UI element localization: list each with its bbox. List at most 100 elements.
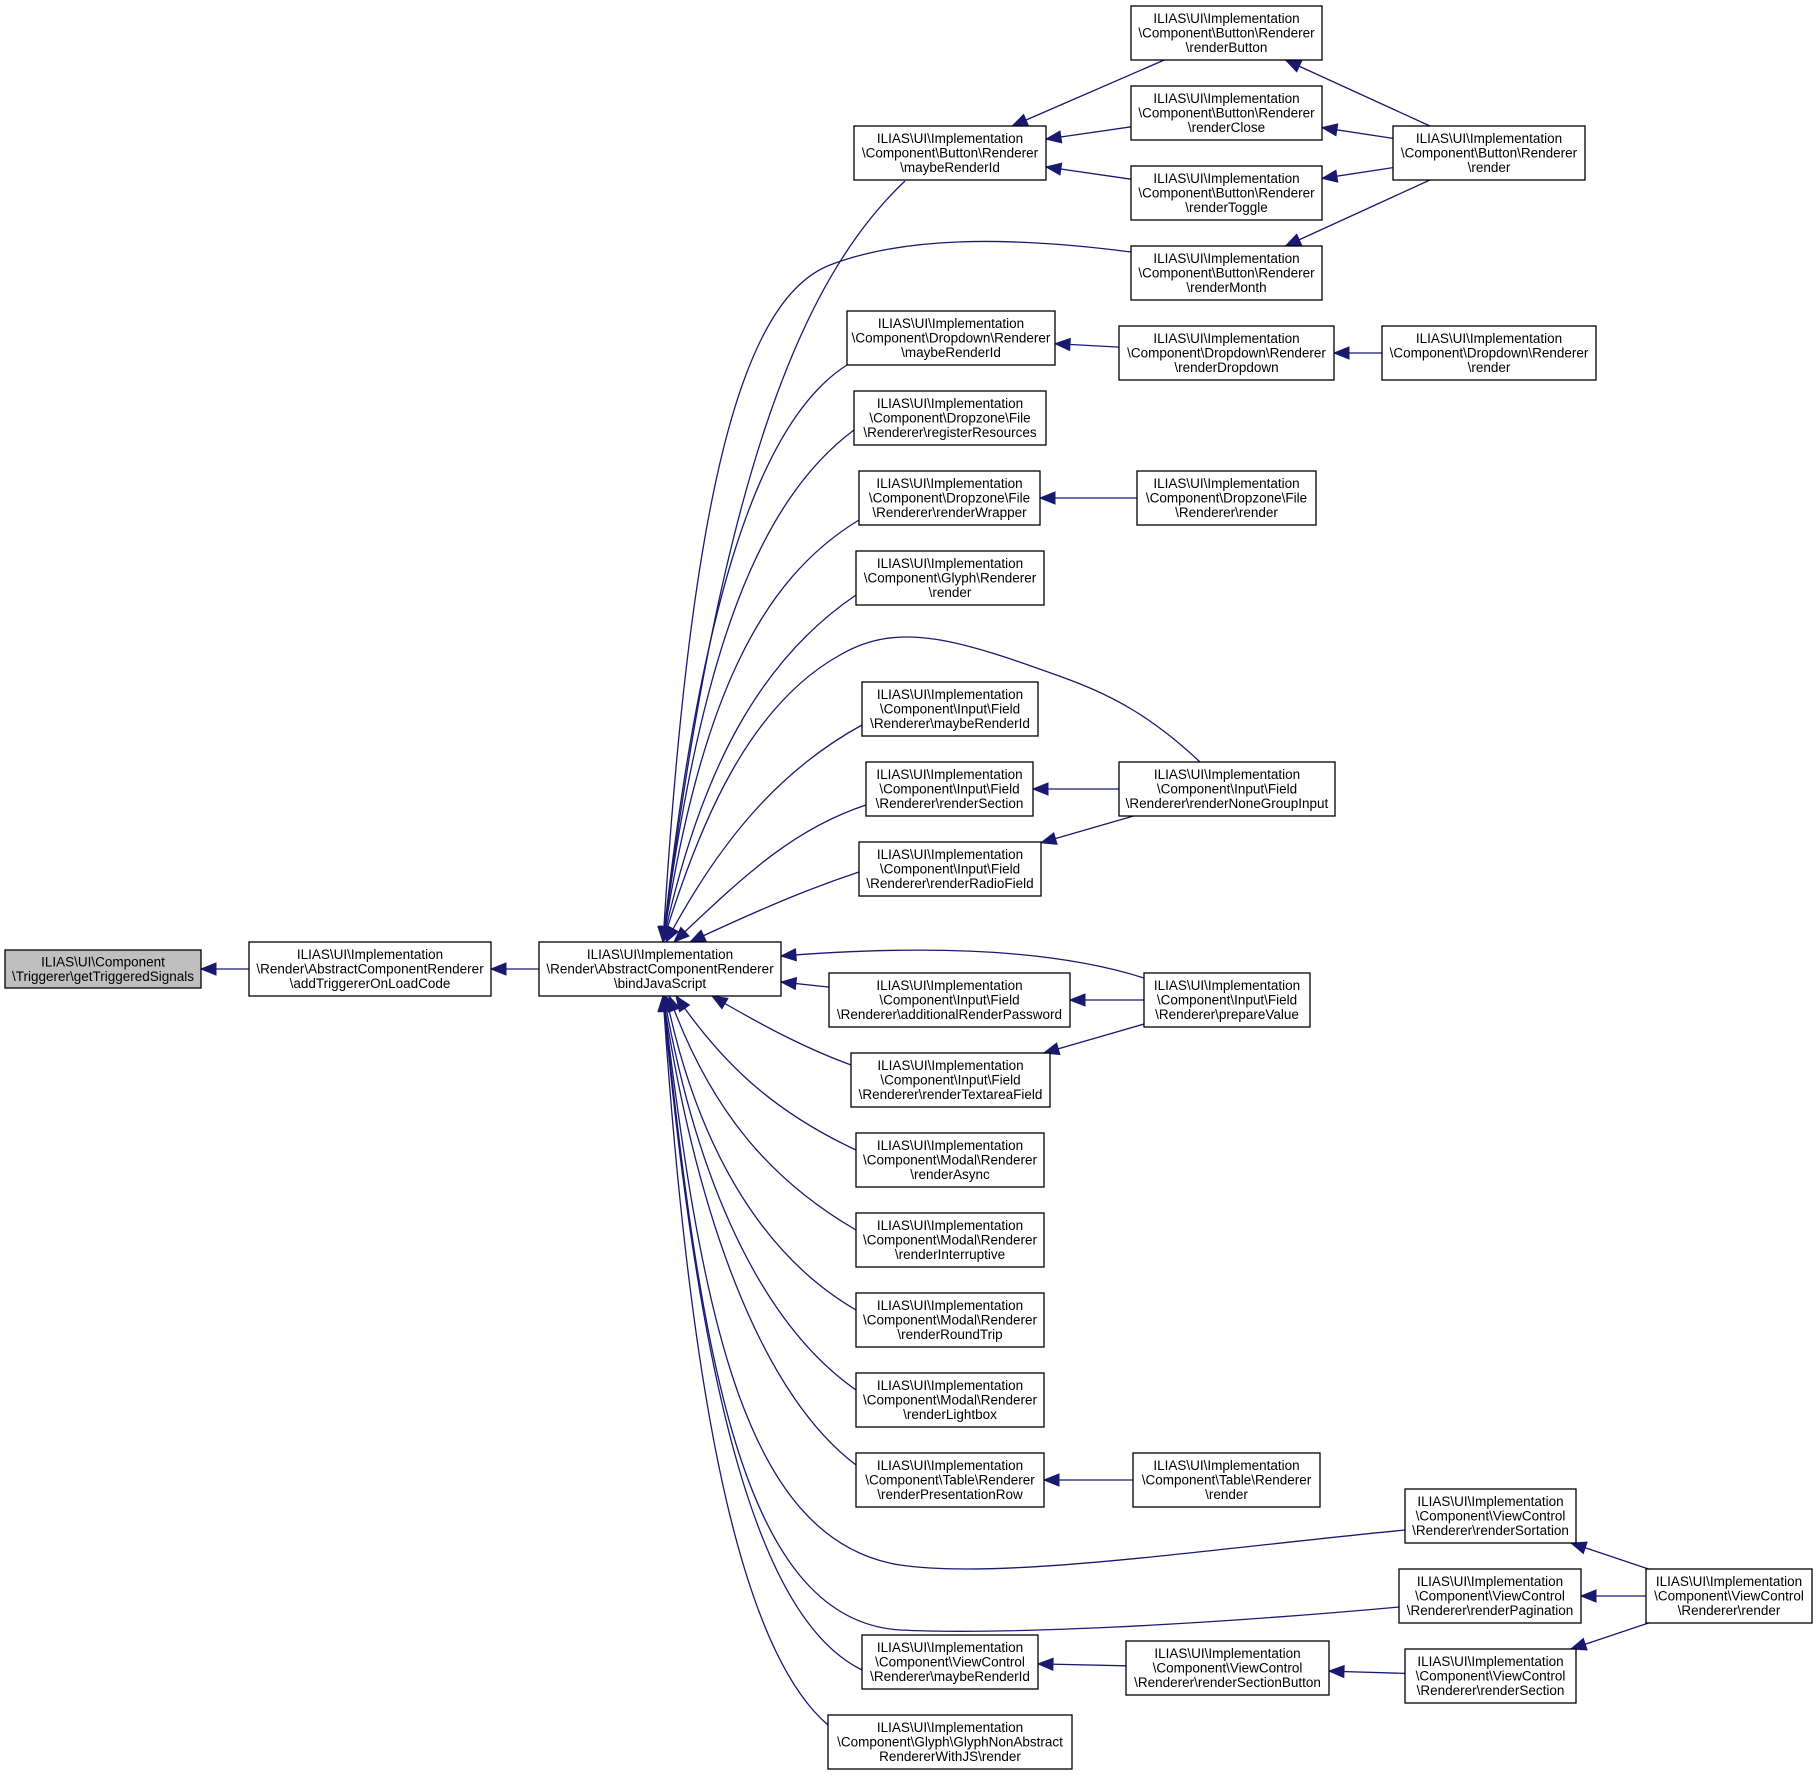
graph-node-n18[interactable]: ILIAS\UI\Implementation\Component\Input\… xyxy=(1118,761,1336,817)
edge-line xyxy=(1285,179,1431,247)
node-label-line: \Component\Input\Field xyxy=(879,782,1019,797)
node-box[interactable] xyxy=(1398,1568,1582,1624)
node-label-line: \Component\ViewControl xyxy=(1153,1661,1303,1676)
node-box[interactable] xyxy=(853,390,1047,446)
node-box[interactable] xyxy=(865,761,1034,817)
node-label-line: \Renderer\renderSection xyxy=(1417,1683,1565,1698)
node-label-line: \Triggerer\getTriggeredSignals xyxy=(12,969,194,984)
graph-node-n21[interactable]: ILIAS\UI\Implementation\Component\Input\… xyxy=(1143,972,1311,1028)
graph-node-n15[interactable]: ILIAS\UI\Implementation\Component\Glyph\… xyxy=(855,550,1045,606)
graph-node-n4[interactable]: ILIAS\UI\Implementation\Component\Button… xyxy=(1130,5,1323,61)
edge-line xyxy=(673,804,867,943)
graph-node-n3[interactable]: ILIAS\UI\Implementation\Component\Button… xyxy=(853,125,1047,181)
node-box[interactable] xyxy=(861,1634,1039,1690)
node-box[interactable] xyxy=(1130,245,1323,301)
node-label-line: ILIAS\UI\Implementation xyxy=(1153,1458,1299,1473)
node-box[interactable] xyxy=(1392,125,1586,181)
node-box[interactable] xyxy=(853,125,1047,181)
graph-node-n17[interactable]: ILIAS\UI\Implementation\Component\Input\… xyxy=(865,761,1034,817)
graph-node-n11[interactable]: ILIAS\UI\Implementation\Component\Dropdo… xyxy=(1381,325,1597,381)
graph-node-n24[interactable]: ILIAS\UI\Implementation\Component\Modal\… xyxy=(855,1212,1045,1268)
graph-node-n30[interactable]: ILIAS\UI\Implementation\Component\ViewCo… xyxy=(1398,1568,1582,1624)
node-box[interactable] xyxy=(855,1132,1045,1188)
node-box[interactable] xyxy=(858,841,1042,897)
node-box[interactable] xyxy=(855,550,1045,606)
graph-node-n25[interactable]: ILIAS\UI\Implementation\Component\Modal\… xyxy=(855,1292,1045,1348)
graph-node-n34[interactable]: ILIAS\UI\Implementation\Component\ViewCo… xyxy=(1404,1648,1577,1704)
graph-node-n8[interactable]: ILIAS\UI\Implementation\Component\Button… xyxy=(1130,245,1323,301)
graph-node-n35[interactable]: ILIAS\UI\Implementation\Component\Glyph\… xyxy=(827,1714,1073,1770)
node-label-line: \Component\Dropdown\Renderer xyxy=(1127,346,1326,361)
edge-n10-to-n9 xyxy=(1053,337,1120,352)
node-box[interactable] xyxy=(827,1714,1073,1770)
node-box[interactable] xyxy=(861,681,1039,737)
node-box[interactable] xyxy=(1118,325,1335,381)
node-box[interactable] xyxy=(828,972,1071,1028)
graph-node-n22[interactable]: ILIAS\UI\Implementation\Component\Input\… xyxy=(850,1052,1051,1108)
node-label-line: ILIAS\UI\Implementation xyxy=(877,687,1023,702)
node-box[interactable] xyxy=(850,1052,1051,1108)
node-box[interactable] xyxy=(1404,1648,1577,1704)
node-label-line: \renderAsync xyxy=(910,1167,990,1182)
edge-arrowhead-n22>n2 xyxy=(710,995,729,1010)
graph-node-n12[interactable]: ILIAS\UI\Implementation\Component\Dropzo… xyxy=(853,390,1047,446)
graph-node-n27[interactable]: ILIAS\UI\Implementation\Component\Table\… xyxy=(855,1452,1045,1508)
graph-node-n7[interactable]: ILIAS\UI\Implementation\Component\Button… xyxy=(1392,125,1586,181)
node-label-line: \maybeRenderId xyxy=(900,160,1000,175)
graph-node-n14[interactable]: ILIAS\UI\Implementation\Component\Dropzo… xyxy=(1136,470,1317,526)
node-box[interactable] xyxy=(248,941,492,997)
graph-node-n33[interactable]: ILIAS\UI\Implementation\Component\ViewCo… xyxy=(1125,1640,1330,1696)
graph-node-n29[interactable]: ILIAS\UI\Implementation\Component\ViewCo… xyxy=(1404,1488,1577,1544)
graph-node-n13[interactable]: ILIAS\UI\Implementation\Component\Dropzo… xyxy=(858,470,1041,526)
node-box[interactable] xyxy=(855,1372,1045,1428)
graph-node-n10[interactable]: ILIAS\UI\Implementation\Component\Dropdo… xyxy=(1118,325,1335,381)
node-box[interactable] xyxy=(1381,325,1597,381)
graph-node-n1[interactable]: ILIAS\UI\Implementation\Render\AbstractC… xyxy=(248,941,492,997)
focus-node-box[interactable] xyxy=(4,949,202,989)
edge-n31-to-n30 xyxy=(1579,1589,1646,1603)
node-box[interactable] xyxy=(846,310,1056,366)
graph-node-n20[interactable]: ILIAS\UI\Implementation\Component\Input\… xyxy=(828,972,1071,1028)
node-box[interactable] xyxy=(538,941,782,997)
node-label-line: \Component\Button\Renderer xyxy=(862,146,1039,161)
graph-node-n5[interactable]: ILIAS\UI\Implementation\Component\Button… xyxy=(1130,85,1323,141)
graph-node-n9[interactable]: ILIAS\UI\Implementation\Component\Dropdo… xyxy=(846,310,1056,366)
graph-node-n6[interactable]: ILIAS\UI\Implementation\Component\Button… xyxy=(1130,165,1323,221)
graph-node-n32[interactable]: ILIAS\UI\Implementation\Component\ViewCo… xyxy=(861,1634,1039,1690)
node-box[interactable] xyxy=(1143,972,1311,1028)
node-box[interactable] xyxy=(1130,5,1323,61)
graph-node-n31[interactable]: ILIAS\UI\Implementation\Component\ViewCo… xyxy=(1645,1568,1813,1624)
graph-node-n23[interactable]: ILIAS\UI\Implementation\Component\Modal\… xyxy=(855,1132,1045,1188)
graph-node-n0[interactable]: ILIAS\UI\Component\Triggerer\getTriggere… xyxy=(4,949,202,989)
node-label-line: \Component\ViewControl xyxy=(875,1655,1025,1670)
node-box[interactable] xyxy=(1132,1452,1321,1508)
graph-node-n26[interactable]: ILIAS\UI\Implementation\Component\Modal\… xyxy=(855,1372,1045,1428)
edge-n31-to-n34 xyxy=(1569,1622,1649,1651)
node-label-line: \Component\ViewControl xyxy=(1415,1589,1565,1604)
graph-node-n19[interactable]: ILIAS\UI\Implementation\Component\Input\… xyxy=(858,841,1042,897)
node-box[interactable] xyxy=(1130,165,1323,221)
node-box[interactable] xyxy=(1130,85,1323,141)
node-box[interactable] xyxy=(855,1452,1045,1508)
node-label-line: ILIAS\UI\Implementation xyxy=(877,556,1023,571)
node-box[interactable] xyxy=(1118,761,1336,817)
graph-node-n28[interactable]: ILIAS\UI\Implementation\Component\Table\… xyxy=(1132,1452,1321,1508)
node-box[interactable] xyxy=(1136,470,1317,526)
node-label-line: ILIAS\UI\Implementation xyxy=(878,316,1024,331)
edge-n15-to-n2 xyxy=(659,594,857,944)
node-box[interactable] xyxy=(1125,1640,1330,1696)
node-label-line: ILIAS\UI\Implementation xyxy=(877,396,1023,411)
node-box[interactable] xyxy=(1404,1488,1577,1544)
node-label-line: ILIAS\UI\Implementation xyxy=(1153,331,1299,346)
node-label-line: ILIAS\UI\Implementation xyxy=(1153,91,1299,106)
node-box[interactable] xyxy=(1645,1568,1813,1624)
node-label-line: \Component\Modal\Renderer xyxy=(863,1153,1038,1168)
node-box[interactable] xyxy=(855,1212,1045,1268)
node-box[interactable] xyxy=(855,1292,1045,1348)
node-label-line: \render xyxy=(1468,160,1511,175)
graph-node-n16[interactable]: ILIAS\UI\Implementation\Component\Input\… xyxy=(861,681,1039,737)
node-box[interactable] xyxy=(858,470,1041,526)
edge-arrowhead-n21>n20 xyxy=(1068,993,1086,1007)
node-label-line: ILIAS\UI\Implementation xyxy=(1154,978,1300,993)
graph-node-n2[interactable]: ILIAS\UI\Implementation\Render\AbstractC… xyxy=(538,941,782,997)
